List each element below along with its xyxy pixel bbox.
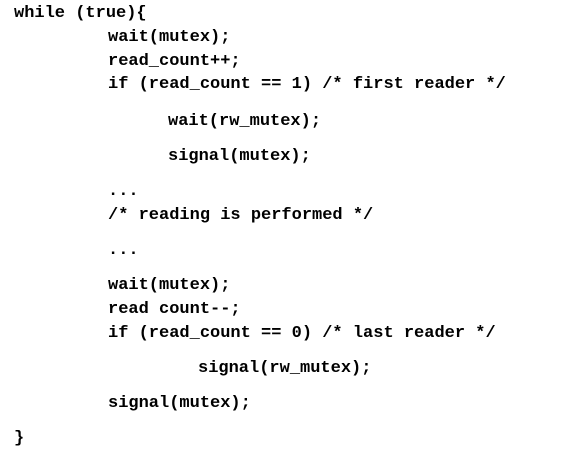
code-line: read count--; [108, 300, 241, 319]
code-line: ... [108, 182, 139, 201]
code-line: } [14, 429, 25, 448]
code-line: wait(rw_mutex); [168, 112, 322, 131]
code-line: /* reading is performed */ [108, 206, 374, 225]
code-line: read_count++; [108, 52, 241, 71]
code-line: if (read_count == 0) /* last reader */ [108, 324, 496, 343]
code-line: wait(mutex); [108, 28, 231, 47]
code-line: wait(mutex); [108, 276, 231, 295]
code-line: if (read_count == 1) /* first reader */ [108, 75, 506, 94]
code-line: while (true){ [14, 4, 147, 23]
code-line: signal(rw_mutex); [198, 359, 372, 378]
code-line: ... [108, 241, 139, 260]
code-line: signal(mutex); [108, 394, 251, 413]
code-line: signal(mutex); [168, 147, 311, 166]
